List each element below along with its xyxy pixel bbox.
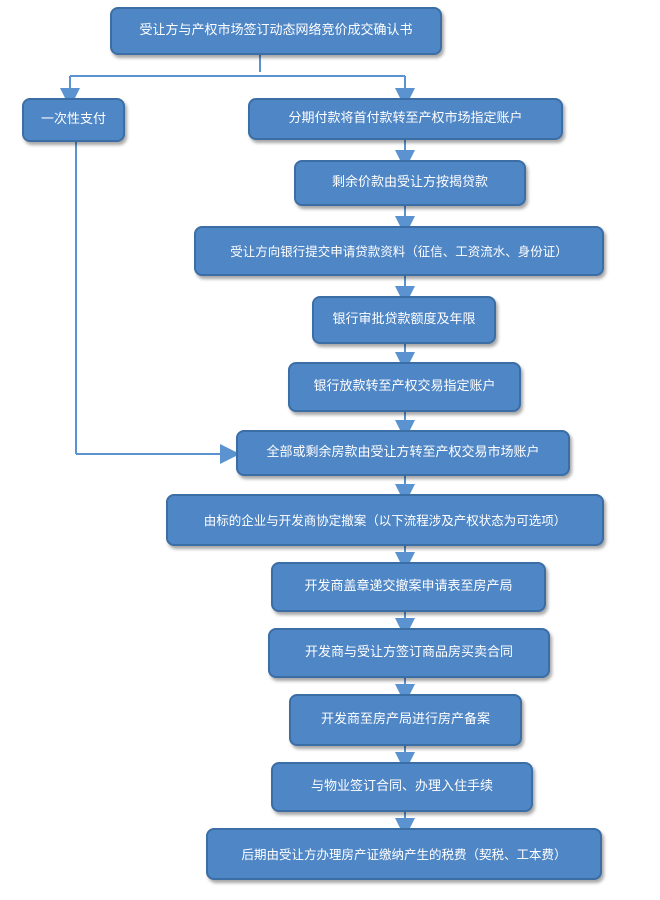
property-box: 与物业签订合同、办理入住手续	[271, 762, 533, 812]
one-time-payment-box: 一次性支付	[22, 98, 125, 142]
step-confirmation-box: 受让方与产权市场签订动态网络竞价成交确认书	[110, 7, 442, 55]
contract-box: 开发商与受让方签订商品房买卖合同	[268, 628, 550, 678]
installment-box: 分期付款将首付款转至产权市场指定账户	[248, 98, 563, 140]
bank-approve-box: 银行审批贷款额度及年限	[312, 296, 496, 344]
remaining-loan-box: 剩余价款由受让方按揭贷款	[294, 160, 526, 206]
transfer-box: 全部或剩余房款由受让方转至产权交易市场账户	[236, 430, 570, 476]
bank-submit-box: 受让方向银行提交申请贷款资料（征信、工资流水、身份证）	[194, 226, 604, 276]
filing-box: 开发商至房产局进行房产备案	[289, 694, 522, 746]
stamp-box: 开发商盖章递交撤案申请表至房产局	[271, 562, 546, 612]
negotiate-box: 由标的企业与开发商协定撤案（以下流程涉及产权状态为可选项）	[166, 494, 604, 546]
bank-loan-box: 银行放款转至产权交易指定账户	[288, 362, 521, 412]
tax-box: 后期由受让方办理房产证缴纳产生的税费（契税、工本费）	[206, 828, 602, 880]
